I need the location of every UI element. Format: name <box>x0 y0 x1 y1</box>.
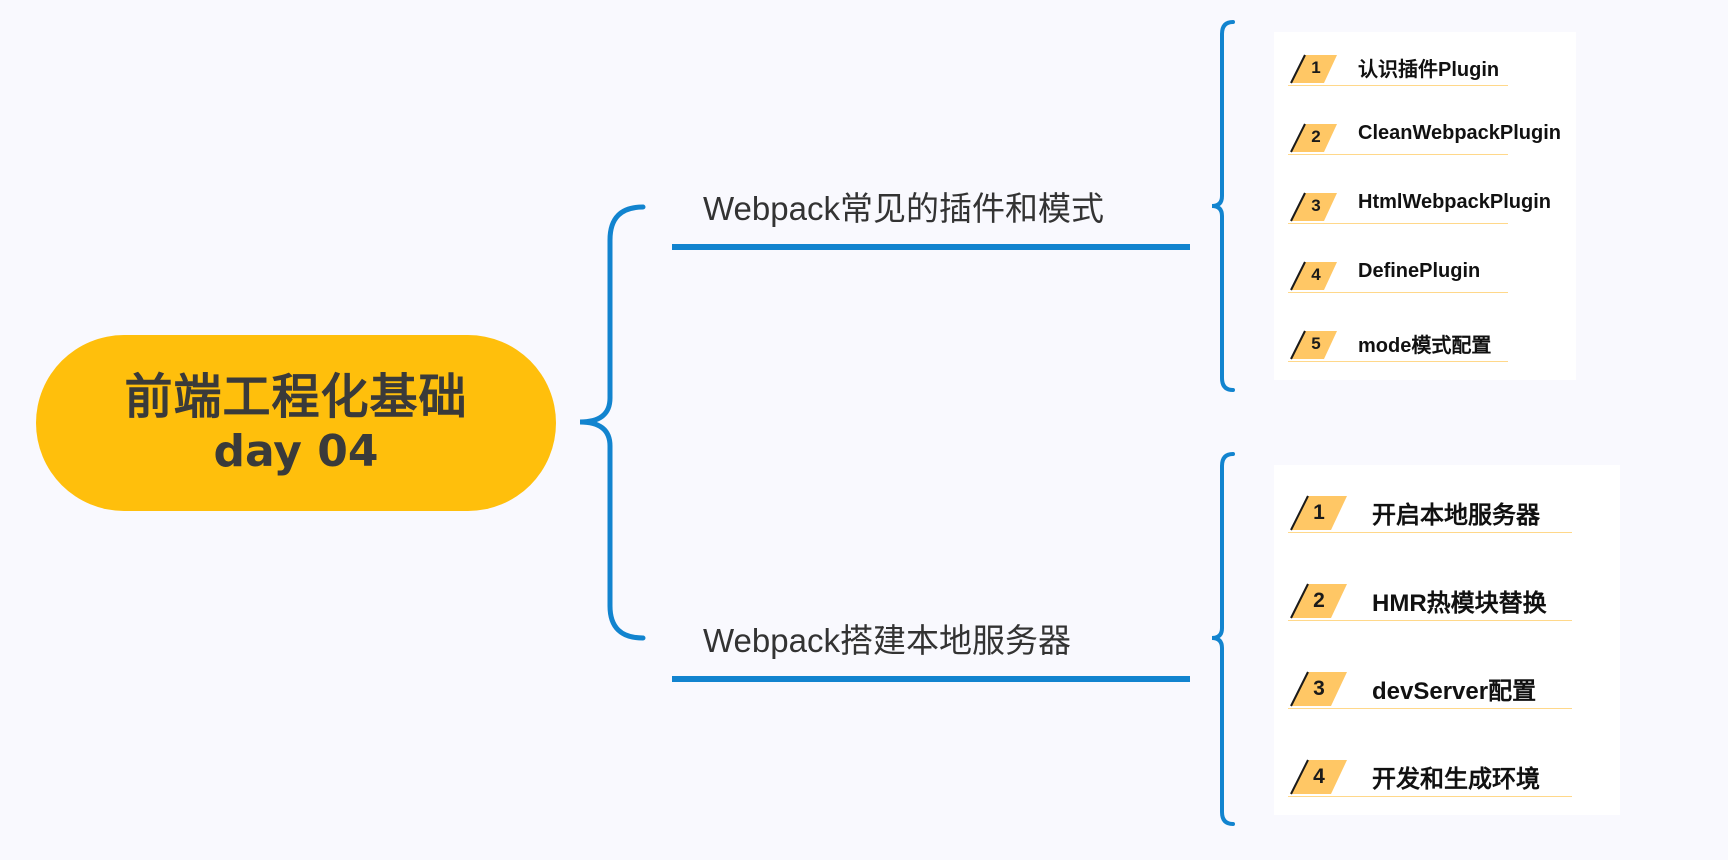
topic-number: 5 <box>1311 334 1321 353</box>
topic-item: 2 CleanWebpackPlugin <box>1288 115 1561 155</box>
topic-label: mode模式配置 <box>1358 335 1492 357</box>
topic-underline <box>1288 361 1508 362</box>
topic-number: 4 <box>1313 765 1325 788</box>
number-badge-icon <box>1290 54 1337 84</box>
topic-underline <box>1288 532 1572 533</box>
topic-label: 开启本地服务器 <box>1372 502 1540 529</box>
topic-label: HtmlWebpackPlugin <box>1358 191 1551 213</box>
topic-label: devServer配置 <box>1372 678 1537 705</box>
topic-underline <box>1288 223 1508 224</box>
number-badge-icon <box>1290 123 1337 153</box>
topic-item: 1 开启本地服务器 <box>1288 477 1572 533</box>
topic-item: 1 认识插件Plugin <box>1288 46 1508 86</box>
topic-label: DefinePlugin <box>1358 260 1481 282</box>
topic-number: 4 <box>1311 265 1321 284</box>
root-subtitle: day 04 <box>213 426 379 477</box>
topic-number: 1 <box>1311 58 1321 77</box>
branch-plugins-mode-label: Webpack常见的插件和模式 <box>703 190 1104 227</box>
number-badge-icon <box>1290 759 1347 795</box>
branch-dev-server-label: Webpack搭建本地服务器 <box>703 622 1071 659</box>
branch1-brace <box>1211 20 1235 392</box>
topic-underline <box>1288 796 1572 797</box>
topic-number: 1 <box>1313 501 1325 524</box>
number-badge-icon <box>1290 330 1337 360</box>
topic-item: 4 开发和生成环境 <box>1288 741 1572 797</box>
topic-item: 4 DefinePlugin <box>1288 253 1508 293</box>
topic-number: 3 <box>1311 196 1321 215</box>
topic-underline <box>1288 292 1508 293</box>
topic-label: CleanWebpackPlugin <box>1358 122 1562 144</box>
topic-item: 2 HMR热模块替换 <box>1288 565 1572 621</box>
branch2-brace <box>1211 452 1235 826</box>
number-badge-icon <box>1290 261 1337 291</box>
number-badge-icon <box>1290 495 1347 531</box>
topic-label: 认识插件Plugin <box>1358 59 1500 81</box>
root-brace <box>579 204 646 641</box>
topic-item: 3 HtmlWebpackPlugin <box>1288 184 1551 224</box>
topic-underline <box>1288 154 1508 155</box>
topic-number: 2 <box>1311 127 1321 146</box>
topic-number: 3 <box>1313 677 1325 700</box>
topic-label: HMR热模块替换 <box>1372 590 1547 617</box>
number-badge-icon <box>1290 671 1347 707</box>
dev-server-topics-panel: 1 开启本地服务器 2 HMR热模块替换 3 devServer配置 4 开发和生成环境 <box>1274 465 1620 815</box>
root-node: 前端工程化基础 day 04 <box>36 335 556 511</box>
number-badge-icon <box>1290 583 1347 619</box>
topic-item: 3 devServer配置 <box>1288 653 1572 709</box>
number-badge-icon <box>1290 192 1337 222</box>
root-title: 前端工程化基础 <box>124 369 468 425</box>
topic-underline <box>1288 85 1508 86</box>
topic-item: 5 mode模式配置 <box>1288 322 1508 362</box>
topic-number: 2 <box>1313 589 1325 612</box>
topic-underline <box>1288 708 1572 709</box>
plugins-mode-topics-panel: 1 认识插件Plugin 2 CleanWebpackPlugin 3 HtmlWebpa… <box>1274 32 1576 380</box>
topic-label: 开发和生成环境 <box>1372 766 1540 793</box>
topic-underline <box>1288 620 1572 621</box>
